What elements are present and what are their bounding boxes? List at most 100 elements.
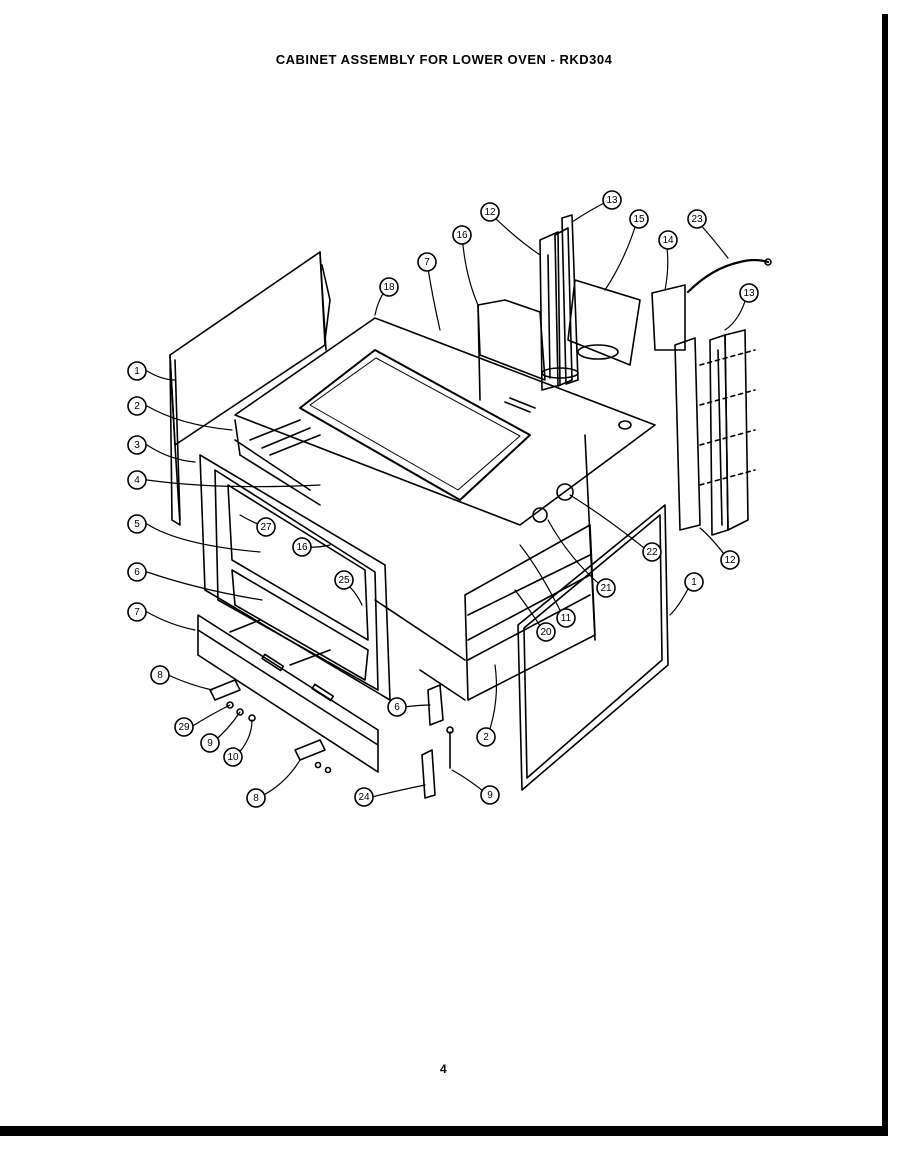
callout-circle — [246, 788, 266, 808]
callout-circle — [687, 209, 707, 229]
callout-circle — [720, 550, 740, 570]
front-frame — [199, 419, 391, 701]
callout-circle — [150, 665, 170, 685]
cabinet-body — [374, 434, 596, 701]
callout-6-left: 6 — [127, 562, 147, 582]
callout-11: 11 — [556, 608, 576, 628]
callout-label: 2 — [134, 401, 140, 412]
callout-label: 29 — [178, 722, 190, 733]
callout-24: 24 — [354, 787, 374, 807]
page-number: 4 — [440, 1062, 447, 1076]
callout-13-lower: 13 — [739, 283, 759, 303]
callout-13-upper: 13 — [602, 190, 622, 210]
callout-circle — [536, 622, 556, 642]
callout-8-upper: 8 — [150, 665, 170, 685]
callout-label: 13 — [606, 195, 618, 206]
top-panel — [234, 317, 656, 526]
callout-circle — [629, 209, 649, 229]
callout-circle — [127, 562, 147, 582]
callout-5-left: 5 — [127, 514, 147, 534]
callout-circle — [127, 396, 147, 416]
callout-circle — [127, 514, 147, 534]
callout-22: 22 — [642, 542, 662, 562]
callout-29: 29 — [174, 717, 194, 737]
scan-border-right — [882, 14, 888, 1126]
callout-label: 23 — [691, 214, 703, 225]
callout-circle — [739, 283, 759, 303]
callout-label: 20 — [540, 627, 552, 638]
callout-circle — [292, 537, 312, 557]
callout-circle — [596, 578, 616, 598]
callout-16-top: 16 — [452, 225, 472, 245]
callout-7-top: 7 — [417, 252, 437, 272]
callout-23: 23 — [687, 209, 707, 229]
callout-9-left: 9 — [200, 733, 220, 753]
callout-label: 2 — [483, 732, 489, 743]
callout-label: 11 — [561, 613, 572, 624]
callout-6-right: 6 — [387, 697, 407, 717]
callout-circle — [476, 727, 496, 747]
callout-circle — [256, 517, 276, 537]
leveling-legs — [209, 679, 332, 774]
callout-2-left: 2 — [127, 396, 147, 416]
callout-label: 5 — [134, 519, 140, 530]
callout-circle — [354, 787, 374, 807]
rear-channels-top — [539, 214, 579, 391]
callout-8-lower: 8 — [246, 788, 266, 808]
side-channels — [699, 329, 756, 536]
callout-1-left: 1 — [127, 361, 147, 381]
callout-7-left: 7 — [127, 602, 147, 622]
callout-label: 10 — [227, 752, 239, 763]
callout-label: 12 — [484, 207, 496, 218]
lower-brackets — [421, 684, 454, 799]
callout-circle — [127, 470, 147, 490]
callout-circle — [480, 785, 500, 805]
callout-label: 16 — [456, 230, 468, 241]
left-side-panel — [169, 251, 331, 526]
callout-label: 18 — [383, 282, 395, 293]
callout-label: 1 — [691, 577, 697, 588]
callout-label: 8 — [157, 670, 163, 681]
callout-27: 27 — [256, 517, 276, 537]
callout-2-right: 2 — [476, 727, 496, 747]
callout-label: 21 — [600, 583, 612, 594]
callout-16-mid: 16 — [292, 537, 312, 557]
callout-circle — [417, 252, 437, 272]
callout-25: 25 — [334, 570, 354, 590]
callout-label: 25 — [338, 575, 350, 586]
callout-circle — [387, 697, 407, 717]
bottom-front-trim — [197, 614, 379, 773]
callout-label: 7 — [134, 607, 140, 618]
callout-14: 14 — [658, 230, 678, 250]
callout-label: 27 — [260, 522, 272, 533]
side-bracket — [651, 258, 772, 531]
callout-circle — [127, 361, 147, 381]
callout-20: 20 — [536, 622, 556, 642]
diagram-title: CABINET ASSEMBLY FOR LOWER OVEN - RKD304 — [275, 52, 613, 67]
callout-label: 24 — [358, 792, 370, 803]
callout-label: 3 — [134, 440, 140, 451]
callout-12-upper: 12 — [480, 202, 500, 222]
callout-18: 18 — [379, 277, 399, 297]
callout-circle — [334, 570, 354, 590]
callout-label: 9 — [487, 790, 493, 801]
callout-9-right: 9 — [480, 785, 500, 805]
callout-circle — [200, 733, 220, 753]
callout-label: 9 — [207, 738, 213, 749]
right-side-panel — [517, 504, 669, 791]
callout-circle — [480, 202, 500, 222]
callout-label: 7 — [424, 257, 430, 268]
callout-label: 1 — [134, 366, 140, 377]
callout-circle — [556, 608, 576, 628]
callout-1-right: 1 — [684, 572, 704, 592]
callout-4: 4 — [127, 470, 147, 490]
callout-12-lower: 12 — [720, 550, 740, 570]
callout-15: 15 — [629, 209, 649, 229]
callout-circle — [223, 747, 243, 767]
callout-label: 15 — [633, 214, 645, 225]
callout-label: 14 — [662, 235, 674, 246]
callout-label: 6 — [394, 702, 400, 713]
